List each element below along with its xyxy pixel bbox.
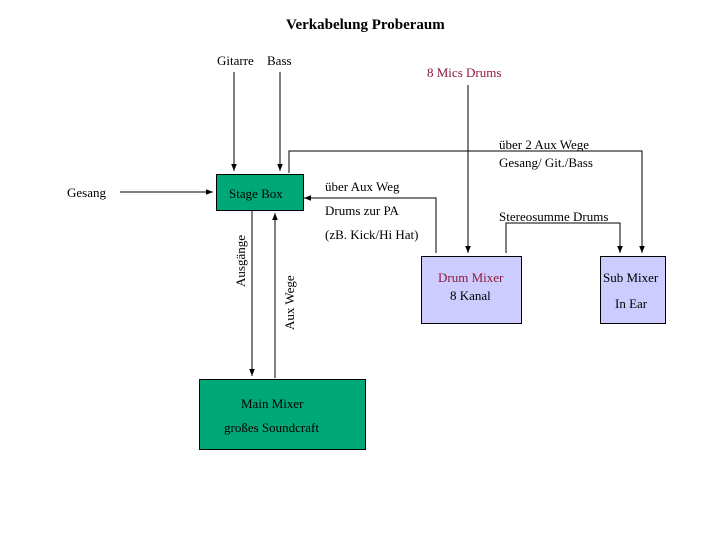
- guitar-label: Gitarre: [217, 53, 254, 68]
- drum-mics-label: 8 Mics Drums: [427, 65, 502, 80]
- vocals-label: Gesang: [67, 185, 106, 200]
- outputs-label: Ausgänge: [233, 235, 248, 287]
- stereo-sum-label: Stereosumme Drums: [499, 209, 609, 224]
- auxweg-label-line3: (zB. Kick/Hi Hat): [325, 227, 419, 242]
- main-mixer-box: Main Mixer großes Soundcraft: [199, 379, 366, 450]
- sub-mixer-in-ear: In Ear: [615, 296, 648, 311]
- aux2-line: [288, 150, 645, 253]
- stage-box: Stage Box: [216, 174, 304, 211]
- drum-mixer-channels: 8 Kanal: [450, 288, 491, 303]
- drum-mixer-box: Drum Mixer 8 Kanal: [421, 256, 522, 324]
- stage-box-label: Stage Box: [229, 186, 283, 201]
- aux2-label-line1: über 2 Aux Wege: [499, 137, 590, 152]
- diagram-title: Verkabelung Proberaum: [286, 17, 445, 33]
- drums-to-pa-line: [304, 195, 437, 253]
- drum-mixer-label: Drum Mixer: [438, 270, 504, 285]
- sub-mixer-box: Sub Mixer In Ear: [600, 256, 666, 324]
- bass-label: Bass: [267, 53, 292, 68]
- aux2-label-line2: Gesang/ Git./Bass: [499, 155, 593, 170]
- aux-sends-label: Aux Wege: [282, 275, 297, 330]
- stereo-sum-line: [505, 222, 623, 253]
- auxweg-label-line1: über Aux Weg: [325, 179, 400, 194]
- main-mixer-model: großes Soundcraft: [224, 420, 319, 435]
- main-mixer-label: Main Mixer: [241, 396, 304, 411]
- sub-mixer-label: Sub Mixer: [603, 270, 659, 285]
- auxweg-label-line2: Drums zur PA: [325, 203, 399, 218]
